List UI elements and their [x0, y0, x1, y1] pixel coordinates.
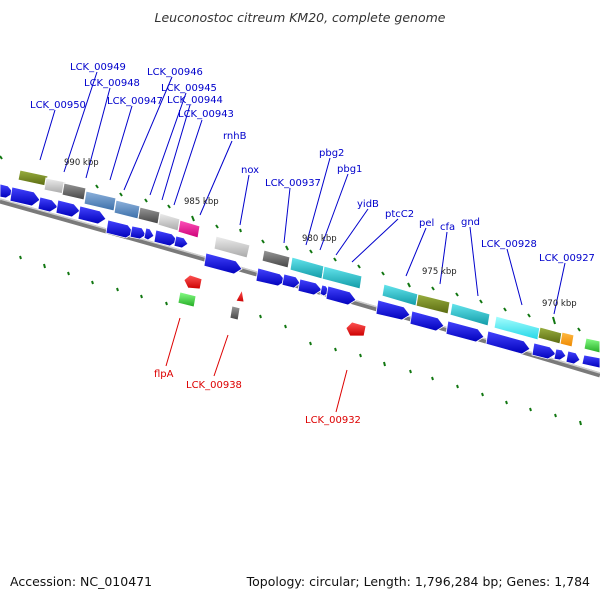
scale-label: 970 kbp — [542, 299, 577, 309]
gene-label: ptcC2 — [385, 209, 414, 220]
gene-label: gnd — [461, 217, 480, 228]
gene-label: LCK_00947 — [107, 96, 163, 107]
gene-label: cfa — [440, 222, 455, 233]
gene-label: LCK_00928 — [481, 239, 537, 250]
gene-label: LCK_00927 — [539, 253, 595, 264]
scale-label: 990 kbp — [64, 158, 99, 168]
gene-label: pbg1 — [337, 164, 362, 175]
scale-label: 980 kbp — [302, 234, 337, 244]
gene-label: pbg2 — [319, 148, 344, 159]
gene-label: LCK_00950 — [30, 100, 86, 111]
genome-summary-text: Topology: circular; Length: 1,796,284 bp… — [246, 574, 590, 589]
label-leaders-below — [165, 317, 348, 413]
gene-label: LCK_00937 — [265, 178, 321, 189]
dot-track — [19, 255, 582, 426]
gene-label: LCK_00944 — [167, 95, 223, 106]
reverse-genes — [177, 274, 367, 337]
feature-track — [17, 169, 600, 354]
gene-label: LCK_00932 — [305, 415, 361, 426]
gene-label: nox — [241, 165, 259, 176]
gene-label: LCK_00946 — [147, 67, 203, 78]
forward-genes — [0, 183, 600, 369]
label-leaders-above — [39, 71, 566, 315]
gene-label: yidB — [357, 199, 379, 210]
gene-label: pel — [419, 218, 434, 229]
gene-label: LCK_00949 — [70, 62, 126, 73]
gene-label: LCK_00943 — [178, 109, 234, 120]
map-title: Leuconostoc citreum KM20, complete genom… — [154, 10, 446, 25]
gene-label: LCK_00948 — [84, 78, 140, 89]
accession-text: Accession: NC_010471 — [10, 574, 153, 589]
gene-label: rnhB — [223, 131, 247, 142]
gene-label: LCK_00945 — [161, 83, 217, 94]
gene-label: flpA — [154, 369, 174, 380]
gene-labels-below: flpA LCK_00938 LCK_00932 — [154, 369, 361, 426]
gene-label: LCK_00938 — [186, 380, 242, 391]
scale-labels: 990 kbp 985 kbp 980 kbp 975 kbp 970 kbp — [64, 158, 577, 309]
scale-label: 975 kbp — [422, 267, 457, 277]
scale-label: 985 kbp — [184, 197, 219, 207]
gene-labels-above: LCK_00949 LCK_00948 LCK_00950 LCK_00946 … — [30, 62, 595, 264]
